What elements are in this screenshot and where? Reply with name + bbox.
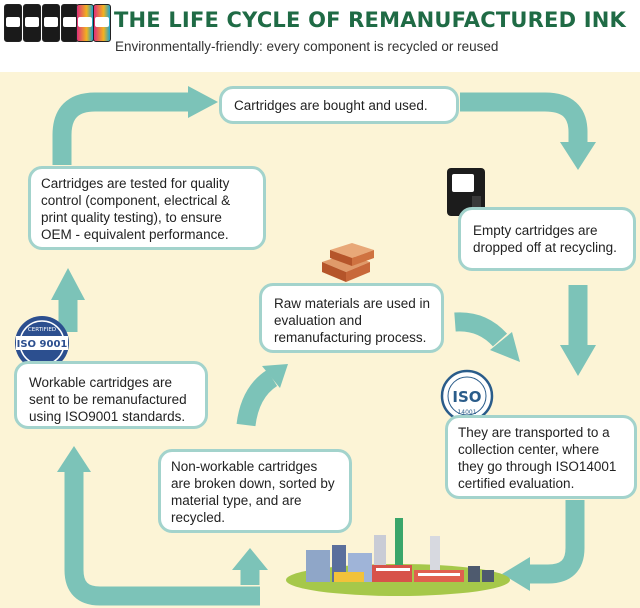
arrow-head-to-transported <box>490 332 520 362</box>
step-nonworkable: Non-workable cartridges are broken down,… <box>158 449 352 533</box>
product-cartridges-image <box>4 0 111 48</box>
arrow-head-bought <box>188 86 218 118</box>
svg-text:CERTIFIED: CERTIFIED <box>28 327 56 333</box>
step-tested: Cartridges are tested for quality contro… <box>28 166 266 250</box>
step-transported-text: They are transported to a collection cen… <box>458 425 617 491</box>
step-bought: Cartridges are bought and used. <box>219 86 459 124</box>
svg-text:ISO 9001: ISO 9001 <box>17 339 68 350</box>
arrow-head-nonworkable <box>232 548 268 570</box>
arrow-raw-to-transported <box>454 312 508 347</box>
arrow-factory-bottom-loop <box>530 500 585 584</box>
step-nonworkable-text: Non-workable cartridges are broken down,… <box>171 459 335 525</box>
arrow-head-factory <box>502 557 530 591</box>
arrow-head-tested <box>51 268 85 300</box>
arrow-tested-to-bought <box>52 92 188 165</box>
header: THE LIFE CYCLE OF REMANUFACTURED INK Env… <box>0 0 640 72</box>
svg-text:14001: 14001 <box>457 409 476 416</box>
arrow-head-raw <box>262 364 288 388</box>
step-transported: They are transported to a collection cen… <box>445 415 637 499</box>
svg-text:ISO: ISO <box>452 388 481 406</box>
ink-cartridge-icon <box>447 168 485 216</box>
step-tested-text: Cartridges are tested for quality contro… <box>41 176 231 242</box>
arrow-head-workable <box>57 446 91 472</box>
arrow-head-transported <box>560 345 596 376</box>
arrow-bought-to-dropped <box>460 92 588 142</box>
arrow-factory-to-workable <box>64 472 260 606</box>
arrow-head-dropped <box>560 142 596 170</box>
step-workable: Workable cartridges are sent to be reman… <box>14 361 208 429</box>
factory-icon <box>286 518 510 596</box>
copper-bricks-icon <box>322 243 374 282</box>
iso9001-badge-icon: ISO 9001 CERTIFIED <box>15 316 69 370</box>
step-raw-text: Raw materials are used in evaluation and… <box>274 296 431 345</box>
step-dropped-text: Empty cartridges are dropped off at recy… <box>473 223 617 255</box>
arrow-nonworkable-to-raw <box>236 369 278 427</box>
page-title: THE LIFE CYCLE OF REMANUFACTURED INK <box>114 8 626 32</box>
step-raw: Raw materials are used in evaluation and… <box>259 283 444 353</box>
step-workable-text: Workable cartridges are sent to be reman… <box>29 375 187 424</box>
step-dropped: Empty cartridges are dropped off at recy… <box>458 207 636 271</box>
iso14001-badge-icon: ISO 14001 <box>440 369 494 423</box>
step-bought-text: Cartridges are bought and used. <box>234 98 428 113</box>
page-subtitle: Environmentally-friendly: every componen… <box>115 39 499 54</box>
